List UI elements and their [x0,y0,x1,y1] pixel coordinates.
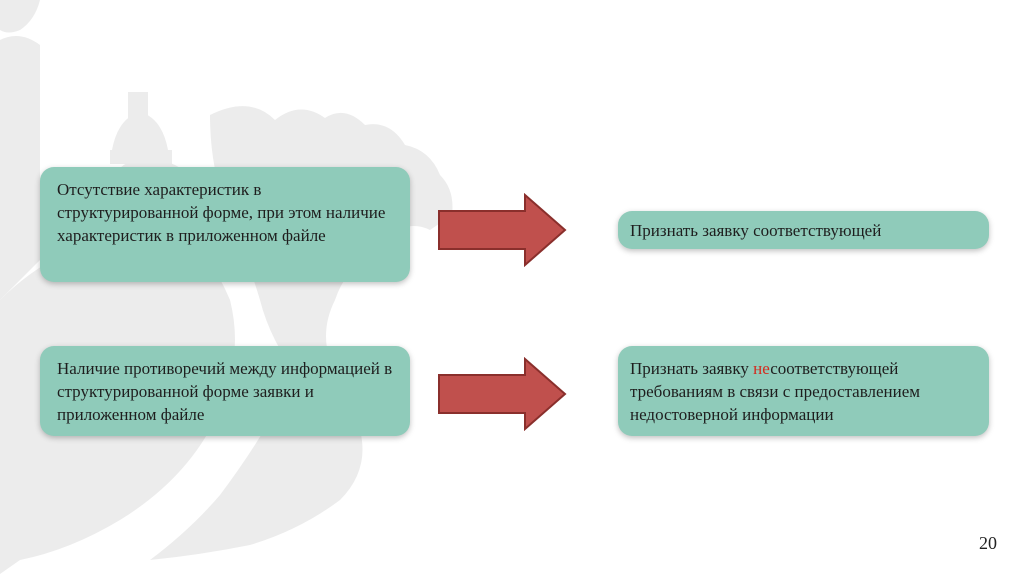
right-arrow-icon [438,357,567,431]
condition-box-1: Отсутствие характеристик в структурирова… [40,167,410,282]
result-text-2-rest: соответствующей требованиям в связи с пр… [630,359,921,424]
result-box-1: Признать заявку соответствующей [618,211,989,249]
condition-text-1: Отсутствие характеристик в структурирова… [57,180,386,245]
result-text-2-highlight: не [753,359,771,378]
page-number: 20 [979,533,997,553]
right-arrow-icon [438,193,567,267]
result-box-2: Признать заявку несоответствующей требов… [618,346,989,436]
eagle-emblem-watermark-icon [0,0,453,574]
result-text-1: Признать заявку соответствующей [630,219,975,242]
result-text-2-part: Признать заявку [630,359,754,378]
condition-text-2: Наличие противоречий между информацией в… [57,359,393,424]
result-text-2: Признать заявку несоответствующей требов… [630,357,975,426]
condition-box-2: Наличие противоречий между информацией в… [40,346,410,436]
result-text-1-part: Признать заявку соответствующей [630,221,882,240]
